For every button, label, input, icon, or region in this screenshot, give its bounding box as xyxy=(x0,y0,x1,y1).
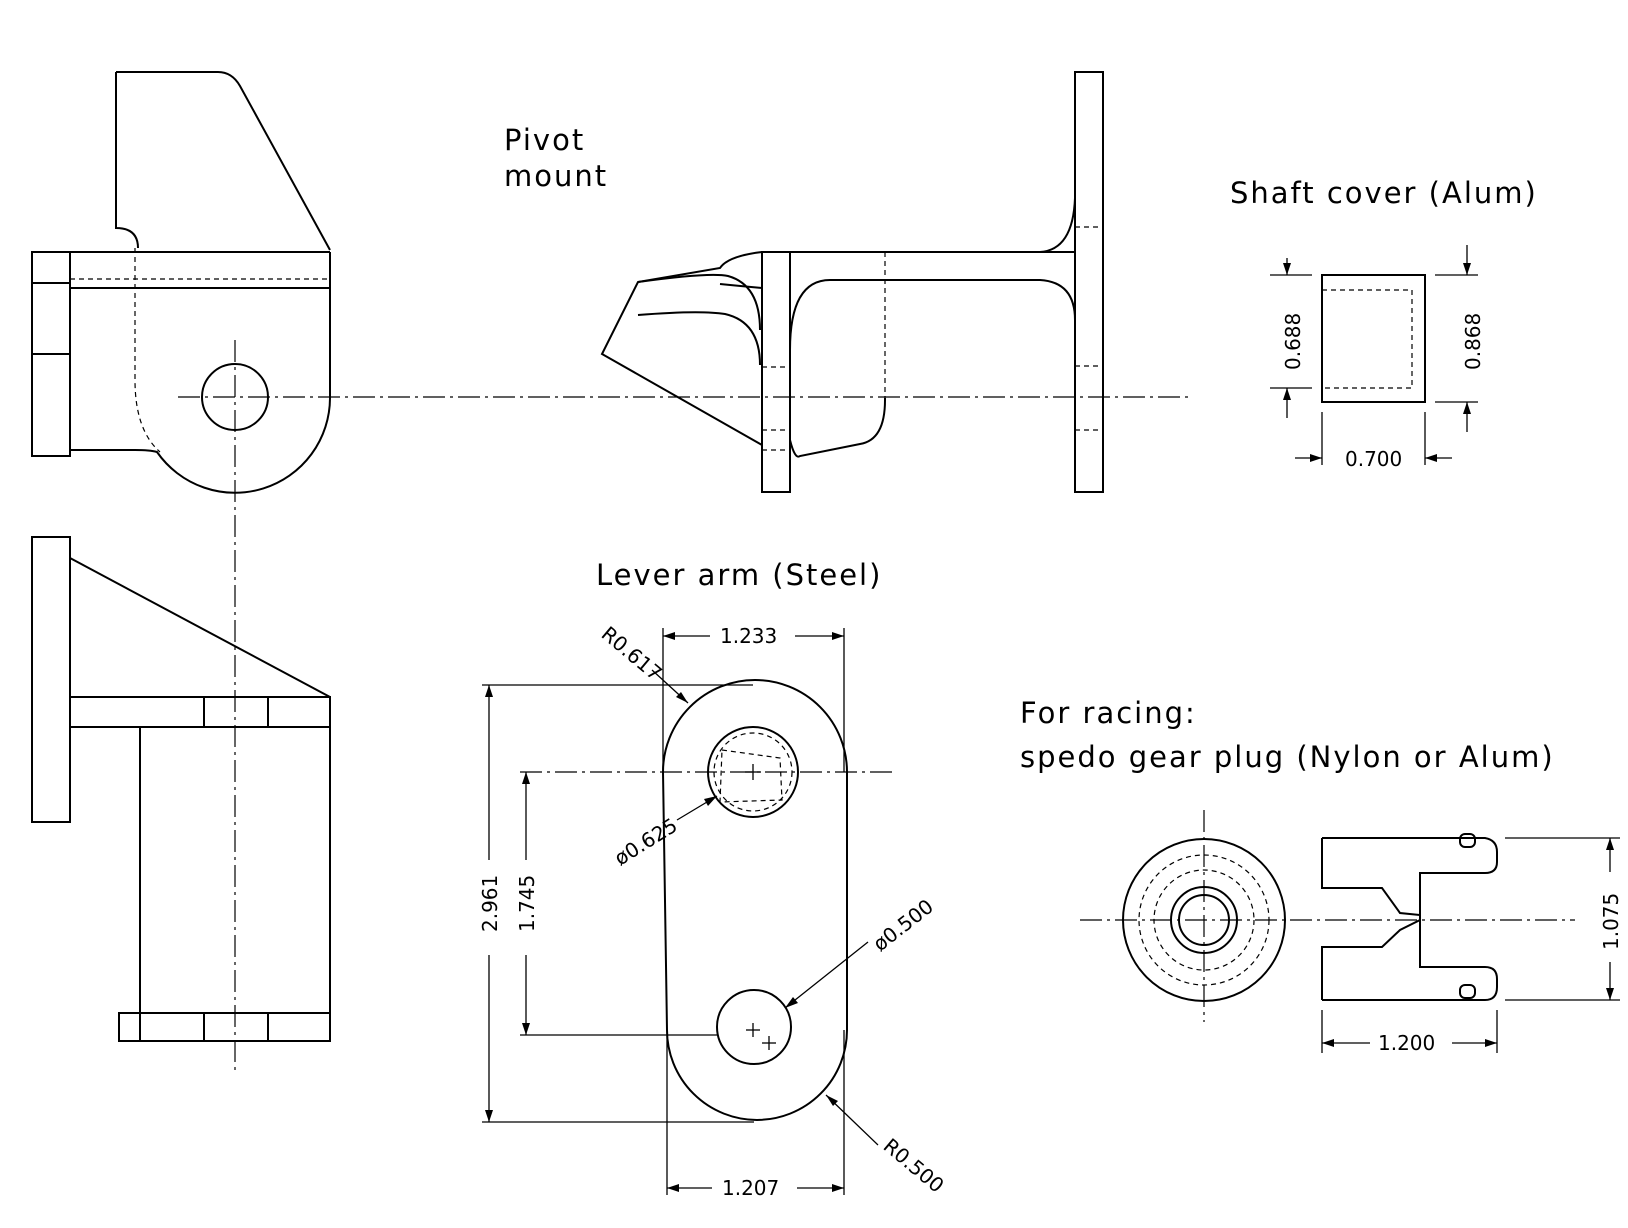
pivot-mount-label: Pivot xyxy=(504,123,585,157)
dim-lever-total-length: 2.961 xyxy=(478,875,502,932)
shaft-cover-view xyxy=(1270,245,1478,465)
pivot-mount-top-view xyxy=(31,536,331,1042)
dim-lever-hole-bottom: ø0.500 xyxy=(868,894,938,956)
dim-lever-hole-top: ø0.625 xyxy=(610,813,682,870)
pivot-mount-side-view xyxy=(600,71,1104,493)
spedo-gear-plug-view xyxy=(1080,810,1620,1053)
dim-lever-center-distance: 1.745 xyxy=(515,875,539,932)
dim-shaft-width: 0.700 xyxy=(1345,447,1402,471)
lever-arm-label: Lever arm (Steel) xyxy=(596,558,882,592)
dim-shaft-height-outer: 0.868 xyxy=(1461,313,1485,370)
dim-lever-top-width: 1.233 xyxy=(720,624,777,648)
spedo-plug-label: spedo gear plug (Nylon or Alum) xyxy=(1020,740,1555,774)
pivot-mount-front-view xyxy=(31,71,1190,1070)
dim-plug-length: 1.200 xyxy=(1378,1031,1435,1055)
shaft-cover-label: Shaft cover (Alum) xyxy=(1230,176,1538,210)
dim-plug-diameter: 1.075 xyxy=(1599,893,1623,950)
dim-shaft-height-inner: 0.688 xyxy=(1281,313,1305,370)
dim-lever-radius-bottom: R0.500 xyxy=(879,1133,949,1197)
lever-arm-view xyxy=(482,628,895,1195)
racing-label: For racing: xyxy=(1020,696,1197,730)
dim-lever-radius-top: R0.617 xyxy=(597,621,667,685)
pivot-mount-label-2: mount xyxy=(504,159,608,193)
dim-lever-bottom-width: 1.207 xyxy=(722,1176,779,1200)
